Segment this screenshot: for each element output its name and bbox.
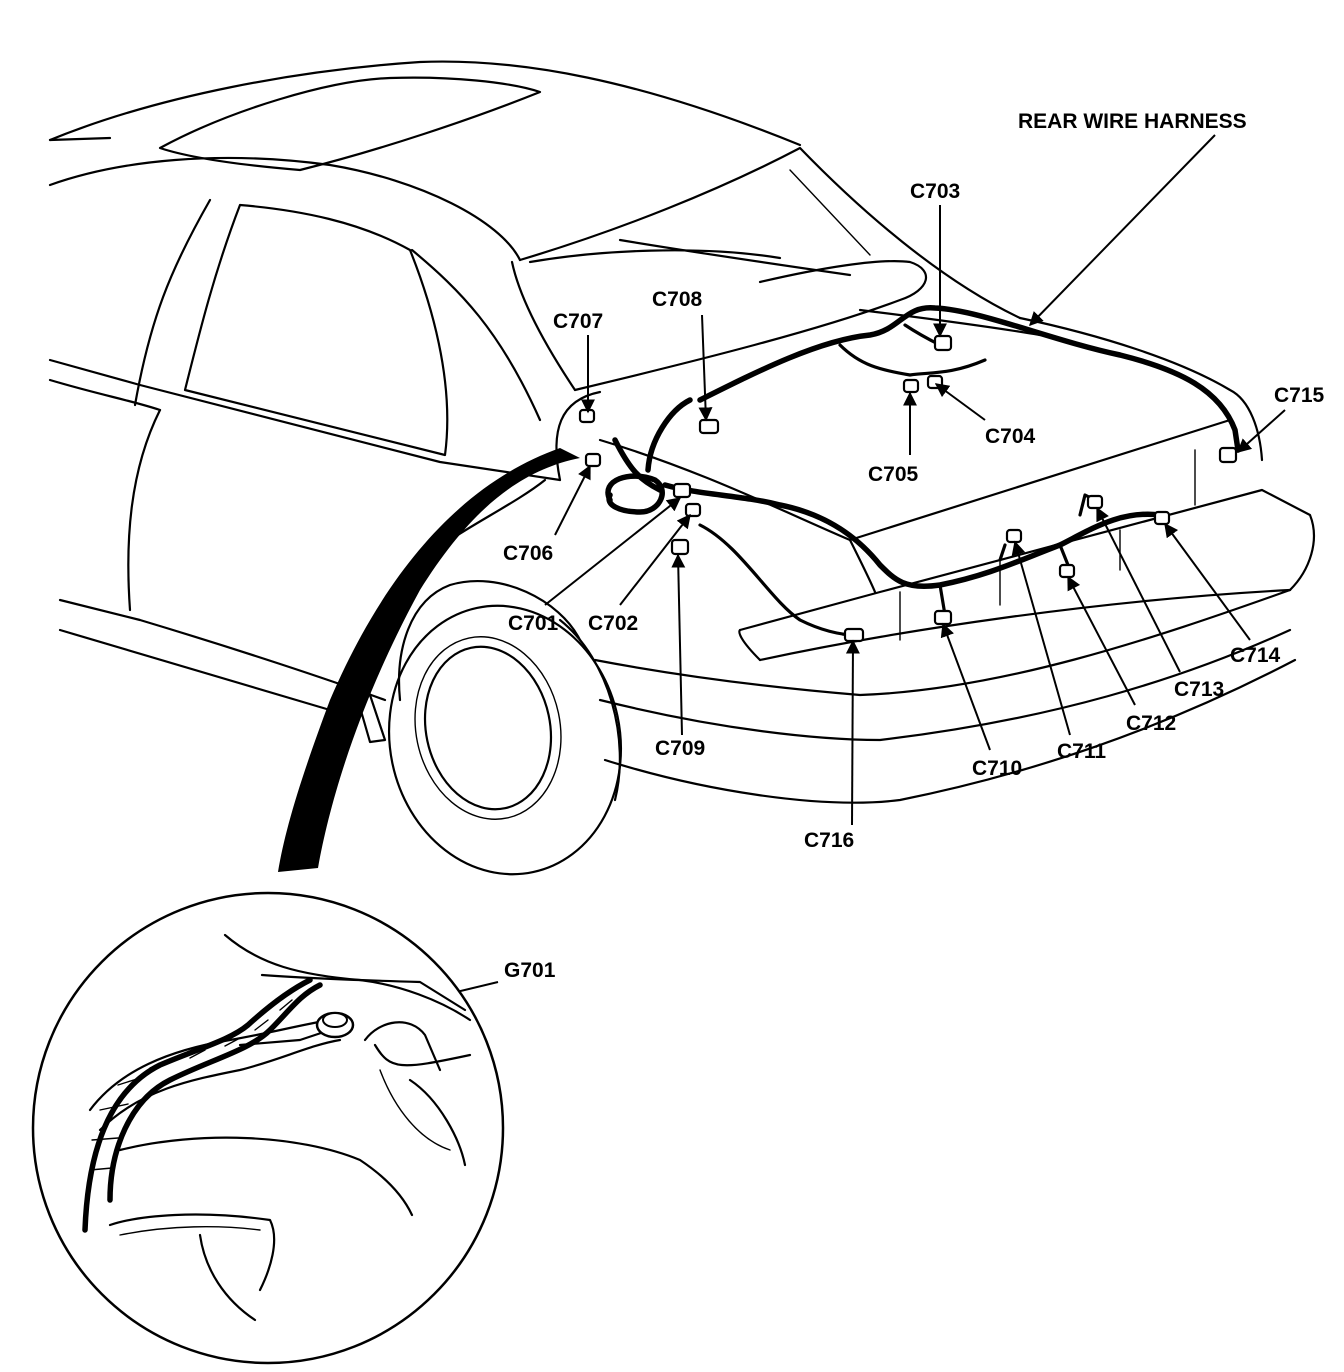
label-c706: C706 bbox=[503, 542, 553, 565]
inset-callout-pointer bbox=[278, 448, 580, 872]
harness-label: REAR WIRE HARNESS bbox=[1018, 110, 1247, 133]
label-g701: G701 bbox=[504, 959, 556, 982]
label-c711: C711 bbox=[1057, 740, 1106, 763]
label-c704: C704 bbox=[985, 425, 1036, 448]
label-c709: C709 bbox=[655, 737, 705, 760]
label-c714: C714 bbox=[1230, 644, 1281, 667]
label-c715: C715 bbox=[1274, 384, 1325, 407]
label-c702: C702 bbox=[588, 612, 638, 635]
label-c710: C710 bbox=[972, 757, 1022, 780]
rear-wire-harness bbox=[605, 305, 1241, 637]
labels: REAR WIRE HARNESS C703 C708 C707 C715 C7… bbox=[503, 110, 1325, 982]
label-c713: C713 bbox=[1174, 678, 1224, 701]
label-c707: C707 bbox=[553, 310, 603, 333]
label-c716: C716 bbox=[804, 829, 854, 852]
car-body bbox=[48, 60, 1315, 876]
label-c705: C705 bbox=[868, 463, 919, 486]
label-c703: C703 bbox=[910, 180, 960, 203]
label-c701: C701 bbox=[508, 612, 559, 635]
label-c712: C712 bbox=[1126, 712, 1176, 735]
ground-inset bbox=[31, 891, 505, 1365]
label-c708: C708 bbox=[652, 288, 703, 311]
leader-lines bbox=[338, 134, 1286, 1024]
